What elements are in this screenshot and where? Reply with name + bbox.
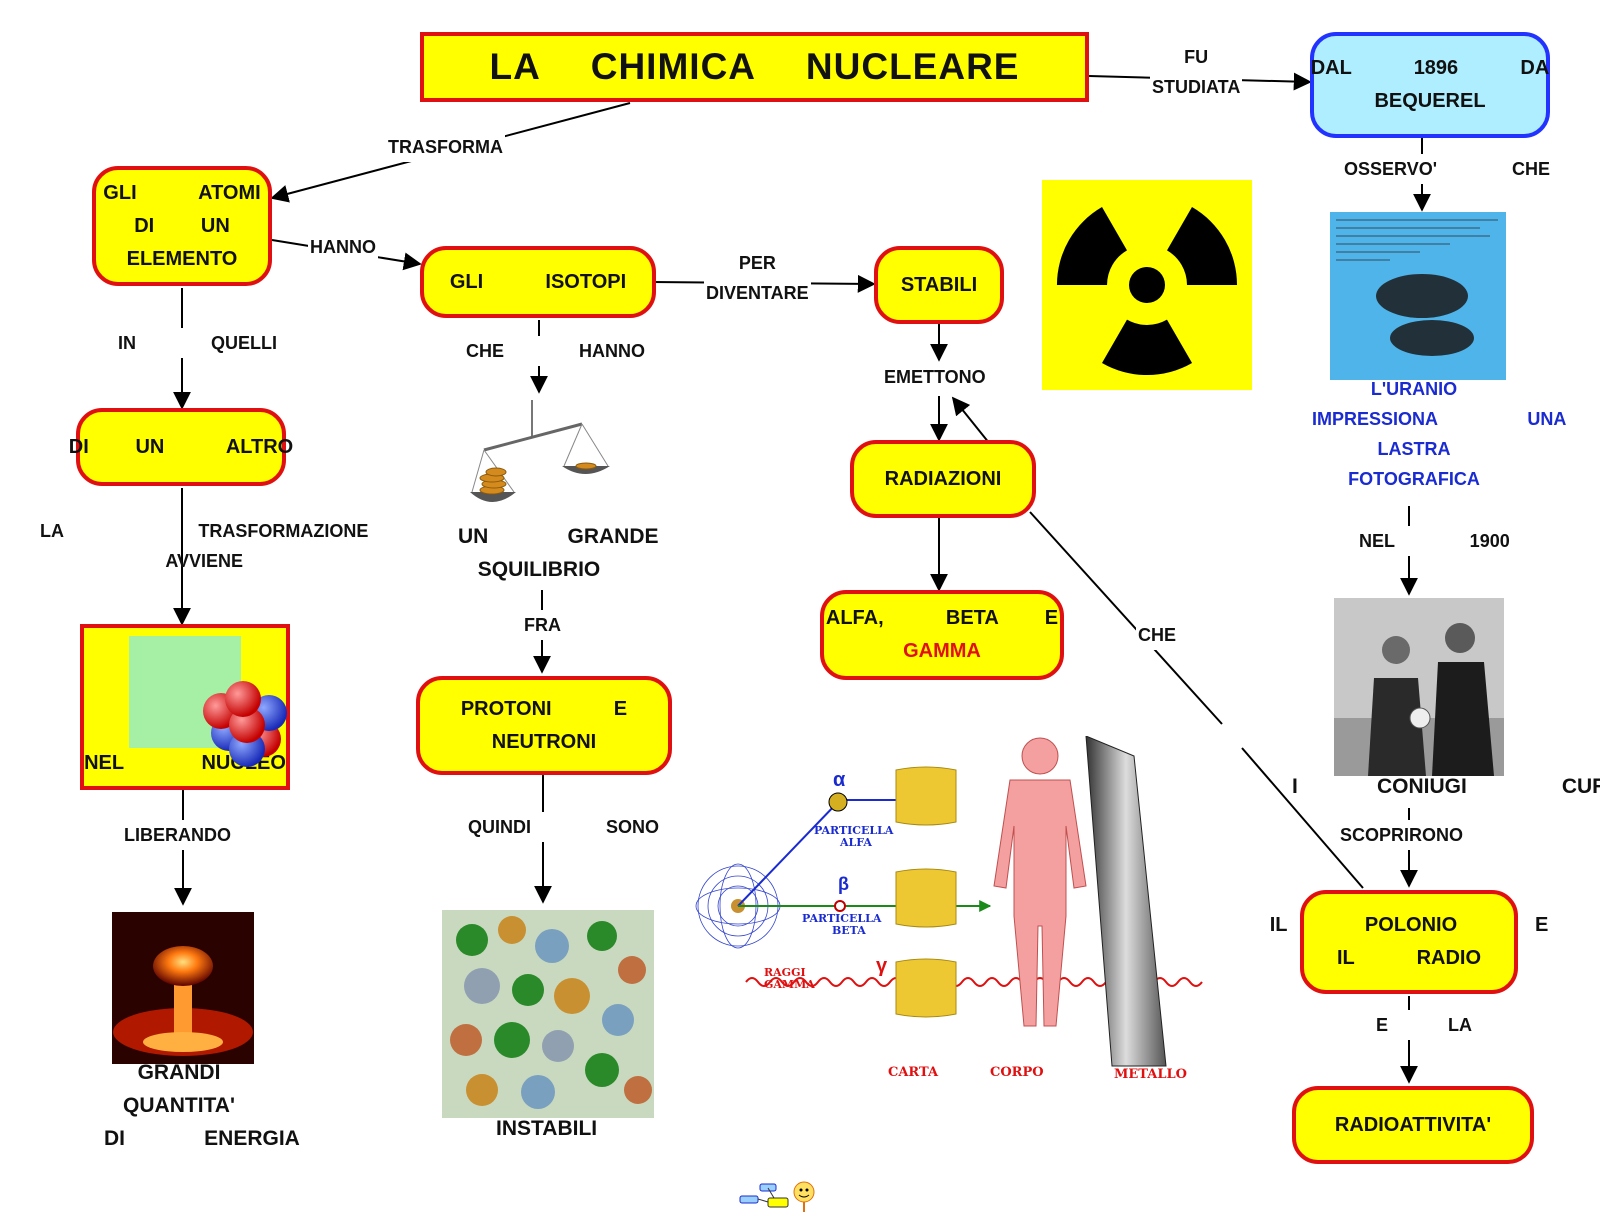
radiation-symbol-icon [1042,180,1252,390]
label-trasformazione-avviene: LA TRASFORMAZIONE AVVIENE [40,521,369,571]
node-nucleo[interactable]: NEL NUCLEO [80,624,290,790]
text-grande-squilibrio: UN GRANDE SQUILIBRIO [458,525,659,581]
label-metallo: METALLO [1114,1067,1187,1082]
label-e-la: E LA [1374,1010,1475,1040]
node-altro[interactable]: DI UN ALTRO [69,408,293,486]
text-grandi-quantita-energia: GRANDI QUANTITA' DI ENERGIA [104,1061,300,1150]
node-bequerel[interactable]: DAL 1896 DA BEQUEREL [1310,32,1550,138]
label-osservo-che: OSSERVO' CHE [1342,154,1552,184]
molecules-image [442,910,654,1118]
alfa-beta-e-label: ALFA, BETA E [825,607,1059,629]
beta-symbol: β [838,874,849,894]
curie-photo-image [1334,598,1504,776]
label-per-diventare: PER DIVENTARE [704,248,811,308]
label-scoprirono: SCOPRIRONO [1338,820,1466,850]
photographic-plate-image [1330,212,1506,380]
node-protoni-neutroni[interactable]: PROTONI E NEUTRONI [416,676,672,775]
label-fra: FRA [522,610,563,640]
label-in-quelli: IN QUELLI [116,328,280,358]
gamma-symbol: γ [876,955,888,977]
mushroom-cloud-image [112,912,254,1064]
label-che: CHE [1136,620,1179,650]
node-stabili[interactable]: STABILI [874,246,1004,324]
node-isotopi[interactable]: GLI ISOTOPI [420,246,656,318]
text-uranio-lastra: L'URANIO IMPRESSIONA UNA LASTRA FOTOGRAF… [1312,379,1567,489]
node-radioattivita[interactable]: RADIOATTIVITA' [1292,1086,1534,1164]
label-carta: CARTA [888,1065,939,1080]
cmap-logo-icon [738,1180,824,1214]
node-radiazioni[interactable]: RADIAZIONI [850,440,1036,518]
nucleo-label: NEL NUCLEO [84,752,286,774]
text-instabili: INSTABILI [496,1117,598,1140]
label-emettono: EMETTONO [882,362,988,392]
node-polonio-radio[interactable]: IL POLONIO E IL RADIO [1270,890,1548,994]
label-hanno: HANNO [308,232,378,262]
text-coniugi-curie: I CONIUGI CURIE [1292,775,1600,798]
label-quindi-sono: QUINDI SONO [466,812,662,842]
node-alfa-beta-gamma[interactable]: ALFA, BETA E GAMMA [820,590,1064,680]
map-title: LA CHIMICA NUCLEARE [420,32,1089,102]
label-liberando: LIBERANDO [122,820,233,850]
label-corpo: CORPO [990,1065,1044,1080]
label-trasforma: TRASFORMA [386,132,505,162]
node-atomi[interactable]: GLI ATOMI DI UN ELEMENTO [92,166,272,286]
label-che-hanno: CHE HANNO [464,336,648,366]
label-fu-studiata: FU STUDIATA [1150,42,1243,102]
label-nel-1900: NEL 1900 [1357,526,1512,556]
balance-scale-icon [470,400,626,524]
gamma-label: GAMMA [903,640,981,662]
alpha-symbol: α [833,769,846,791]
nucleus-icon [129,636,288,767]
